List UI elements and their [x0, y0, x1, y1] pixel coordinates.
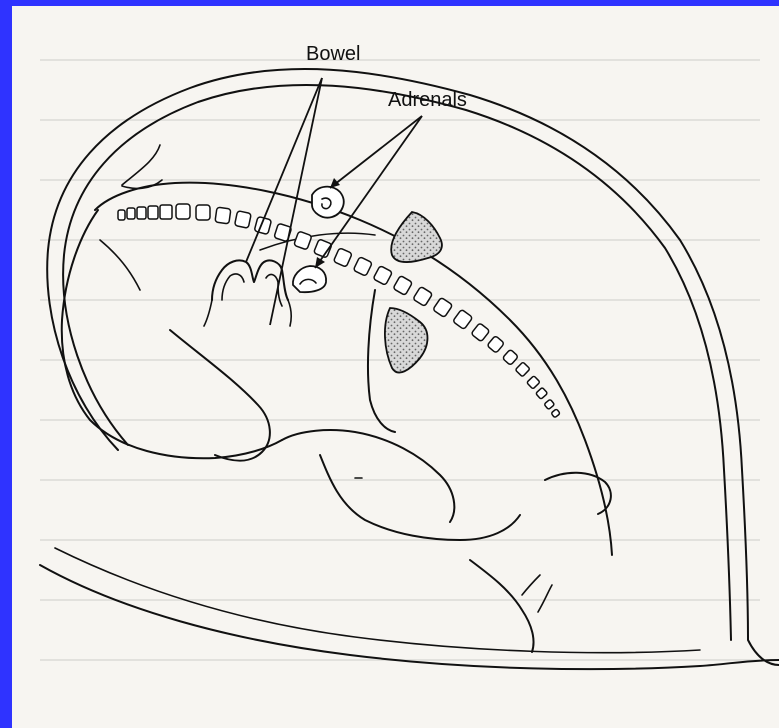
lower-uterine-wall: [40, 565, 779, 669]
fetal-buttock: [470, 560, 534, 652]
bowel-label: Bowel: [306, 43, 360, 65]
fetal-arm: [170, 330, 270, 461]
kidney-upper: [391, 212, 442, 262]
fetal-lower-limb: [522, 575, 552, 612]
uterine-wall-outer: [47, 69, 779, 665]
fetal-knee: [282, 430, 454, 522]
adrenals-arrowhead-lower: [315, 257, 325, 268]
adrenal-upper: [312, 187, 344, 218]
fetal-spine: [118, 204, 560, 418]
fetal-leg: [320, 455, 520, 540]
kidney-lower: [385, 308, 428, 373]
fetal-face: [100, 240, 140, 290]
fetal-back: [95, 183, 612, 555]
adrenals-label: Adrenals: [388, 89, 467, 111]
fetal-ear: [122, 145, 162, 188]
bowel-tail: [204, 300, 291, 326]
adrenals-pointer-upper: [330, 116, 422, 188]
